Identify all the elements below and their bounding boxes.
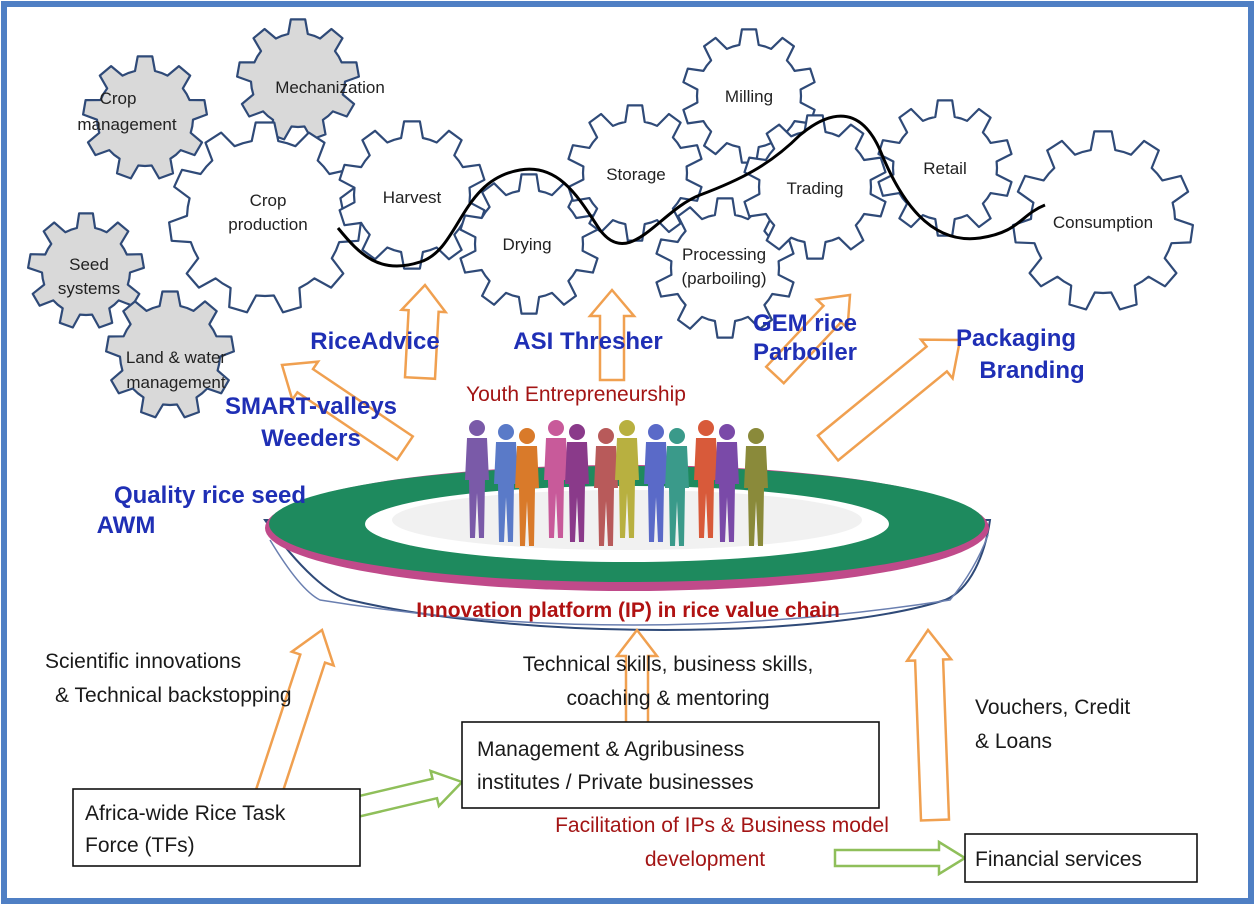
gear-crop-management <box>82 55 208 180</box>
input-facilitation-2: development <box>645 848 765 871</box>
input-vouchers-1: Vouchers, Credit <box>975 696 1130 719</box>
tech-gem-parboiler-2: Parboiler <box>753 339 857 366</box>
gear-label-harvest: Harvest <box>383 188 442 207</box>
gear-label-storage: Storage <box>606 165 666 184</box>
tech-packaging-1: Packaging <box>956 325 1076 352</box>
gear-crop-production <box>168 121 362 314</box>
gear-label-trading: Trading <box>786 179 843 198</box>
tech-gem-parboiler-1: GEM rice <box>753 310 857 337</box>
youth-figure <box>565 424 589 542</box>
youth-figure <box>694 420 718 538</box>
gear-label-seed-systems-2: systems <box>58 279 120 298</box>
gear-label-consumption: Consumption <box>1053 213 1153 232</box>
gear-label-crop-production-2: production <box>228 215 307 234</box>
gear-processing <box>655 197 795 339</box>
youth-people-group <box>465 420 768 546</box>
box-management <box>461 721 880 809</box>
innovation-platform-label: Innovation platform (IP) in rice value c… <box>416 599 840 622</box>
youth-figure <box>494 424 518 542</box>
arrow-riceadvice <box>398 283 449 381</box>
gear-label-land-water-1: Land & water <box>126 348 227 367</box>
youth-figure <box>594 428 618 546</box>
arrow-packaging <box>816 338 962 463</box>
youth-entrepreneurship-label: Youth Entrepreneurship <box>466 383 686 406</box>
gear-drying <box>459 173 599 315</box>
arrow-smart-valleys <box>280 360 415 462</box>
gear-label-seed-systems-1: Seed <box>69 255 109 274</box>
input-scientific-2: & Technical backstopping <box>55 684 292 707</box>
gear-label-mechanization: Mechanization <box>275 78 385 97</box>
gear-label-processing-2: (parboiling) <box>681 269 766 288</box>
gear-storage <box>567 104 703 242</box>
input-technical-2: coaching & mentoring <box>566 687 769 710</box>
tech-quality-seed-1: Quality rice seed <box>114 482 306 509</box>
input-vouchers-2: & Loans <box>975 730 1052 753</box>
youth-figure <box>615 420 639 538</box>
youth-figure <box>465 420 489 538</box>
youth-figure <box>515 428 539 546</box>
input-scientific-1: Scientific innovations <box>45 650 241 673</box>
gear-retail <box>877 99 1013 237</box>
tech-riceadvice: RiceAdvice <box>310 328 439 355</box>
tech-asi-thresher: ASI Thresher <box>513 328 662 355</box>
gear-label-crop-production-1: Crop <box>250 191 287 210</box>
arrow-scientific <box>254 627 336 801</box>
tech-smart-valleys-2: Weeders <box>261 425 361 452</box>
gear-harvest <box>338 120 486 270</box>
gear-label-crop-management-1: Crop <box>100 89 137 108</box>
box-management-line-2: institutes / Private businesses <box>477 771 754 794</box>
gear-label-retail: Retail <box>923 159 966 178</box>
tech-packaging-2: Branding <box>979 357 1084 384</box>
box-financial-line-1: Financial services <box>975 848 1142 871</box>
gear-label-processing-1: Processing <box>682 245 766 264</box>
arrow-vouchers <box>904 627 954 822</box>
gear-seed-systems <box>27 212 145 329</box>
box-task-force <box>72 788 361 867</box>
youth-figure <box>544 420 568 538</box>
arrow-asi-thresher <box>587 288 637 382</box>
value-chain-curve <box>336 114 1046 268</box>
gear-consumption <box>1012 130 1194 311</box>
arrow-facilitation-to-financial <box>833 839 968 877</box>
gear-label-crop-management-2: management <box>77 115 177 134</box>
gear-label-drying: Drying <box>502 235 551 254</box>
box-financial <box>964 833 1198 883</box>
gear-label-milling: Milling <box>725 87 773 106</box>
box-task-force-line-2: Force (TFs) <box>85 834 195 857</box>
box-management-line-1: Management & Agribusiness <box>477 738 744 761</box>
gear-land-water <box>105 290 235 419</box>
input-facilitation-1: Facilitation of IPs & Business model <box>555 814 889 837</box>
youth-figure <box>644 424 668 542</box>
youth-figure <box>715 424 739 542</box>
tech-quality-seed-2: AWM <box>97 512 156 539</box>
youth-figure <box>744 428 768 546</box>
gear-label-land-water-2: management <box>126 373 226 392</box>
arrow-gem-parboiler <box>764 293 852 385</box>
tech-smart-valleys-1: SMART-valleys <box>225 393 397 420</box>
input-technical-1: Technical skills, business skills, <box>523 653 814 676</box>
youth-figure <box>665 428 689 546</box>
gear-group <box>27 18 1194 419</box>
box-task-force-line-1: Africa-wide Rice Task <box>85 802 286 825</box>
